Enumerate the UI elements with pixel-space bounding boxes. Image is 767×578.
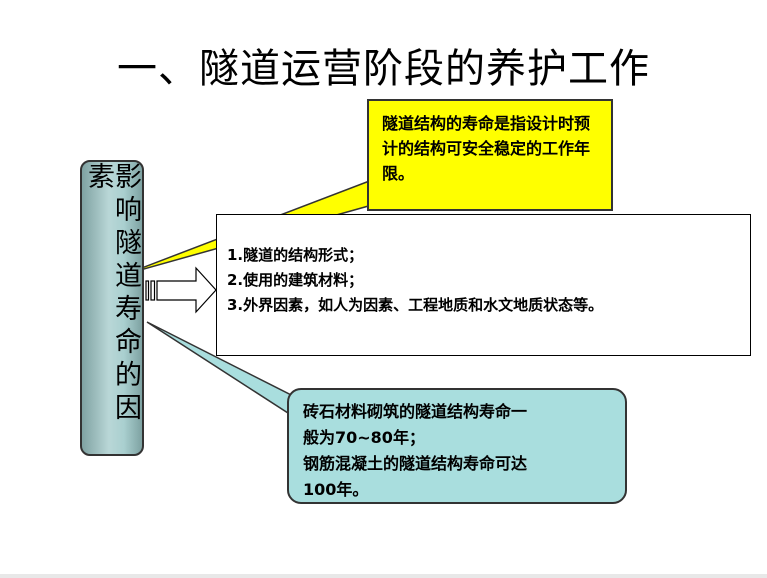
teal-callout-line: 砖石材料砌筑的隧道结构寿命一 — [303, 402, 528, 421]
factor-item: 3.外界因素，如人为因素、工程地质和水文地质状态等。 — [227, 296, 604, 314]
yellow-callout: 隧道结构的寿命是指设计时预计的结构可安全稳定的工作年限。 — [367, 99, 613, 211]
slide-bottom-edge — [0, 574, 767, 578]
factors-box: 1.隧道的结构形式； 2.使用的建筑材料； 3.外界因素，如人为因素、工程地质和… — [216, 214, 751, 356]
factor-item: 1.隧道的结构形式； — [227, 246, 364, 264]
teal-callout-line: 100年。 — [303, 480, 369, 499]
teal-callout-line: 钢筋混凝土的隧道结构寿命可达 — [303, 454, 528, 473]
slide-title: 一、隧道运营阶段的养护工作 — [117, 46, 650, 92]
factor-item: 2.使用的建筑材料； — [227, 271, 364, 289]
factor-label-box: 影响隧道寿命的因素 — [80, 160, 144, 456]
yellow-callout-text: 隧道结构的寿命是指设计时预计的结构可安全稳定的工作年限。 — [382, 114, 591, 183]
right-hollow-arrow-icon — [145, 266, 217, 314]
teal-callout: 砖石材料砌筑的隧道结构寿命一 般为70~80年； 钢筋混凝土的隧道结构寿命可达 … — [287, 388, 627, 504]
factor-label: 影响隧道寿命的因素 — [83, 162, 141, 426]
teal-callout-line: 般为70~80年； — [303, 428, 425, 447]
